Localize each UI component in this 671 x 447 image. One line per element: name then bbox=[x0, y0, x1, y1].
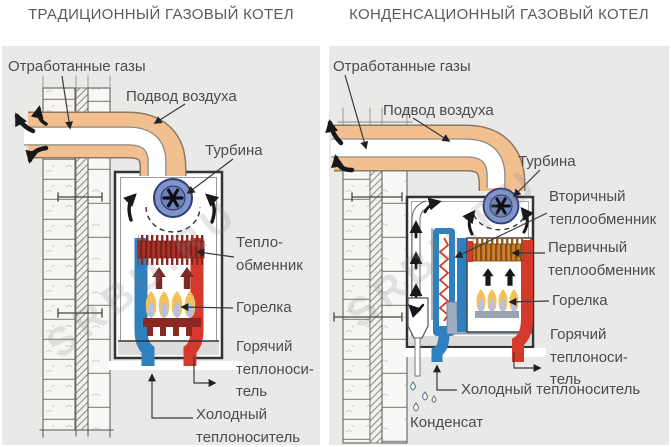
left-burner bbox=[118, 267, 219, 342]
left-turbine bbox=[122, 177, 220, 233]
left-flue-pipe bbox=[24, 111, 187, 176]
label-cold-coolant-left: Холодный теплоноситель bbox=[196, 406, 301, 446]
label-burner-left: Горелка bbox=[236, 299, 292, 316]
left-panel: SRBU.RU bbox=[2, 46, 320, 445]
label-exhaust-gases-right: Отработанные газы bbox=[333, 58, 471, 75]
left-water-pipes bbox=[134, 238, 204, 366]
left-leader-lines bbox=[61, 75, 235, 419]
label-air-supply-left: Подвод воздуха bbox=[126, 88, 237, 105]
left-panel-title: ТРАДИЦИОННЫЙ ГАЗОВЫЙ КОТЕЛ bbox=[28, 6, 294, 23]
label-air-supply-right: Подвод воздуха bbox=[383, 102, 494, 119]
hot-pipe bbox=[183, 238, 204, 366]
right-flue-pipe bbox=[331, 124, 526, 191]
right-condensate-trap bbox=[407, 297, 437, 412]
right-leader-lines bbox=[344, 74, 550, 391]
label-exhaust-gases-left: Отработанные газы bbox=[8, 58, 146, 75]
label-turbine-right: Турбина bbox=[518, 153, 576, 170]
left-heat-exchanger bbox=[137, 235, 205, 265]
right-panel: SRBU.RU bbox=[325, 46, 669, 445]
label-hot-coolant-left: Горячий теплоноси- тель bbox=[236, 338, 314, 400]
label-secondary-exchanger: Вторичный теплообменник bbox=[549, 188, 657, 228]
cold-pipe bbox=[134, 238, 155, 366]
label-condensate: Конденсат bbox=[410, 414, 484, 431]
burner-base bbox=[475, 311, 519, 318]
cold-pipe bbox=[431, 333, 450, 362]
condensate-drops bbox=[410, 381, 437, 412]
primary-heat-exchanger bbox=[473, 238, 523, 244]
label-turbine-left: Турбина bbox=[205, 142, 263, 159]
hot-pipe bbox=[512, 240, 533, 362]
right-panel-title: КОНДЕНСАЦИОННЫЙ ГАЗОВЫЙ КОТЕЛ bbox=[349, 6, 649, 23]
label-primary-exchanger: Первичный теплообменник bbox=[548, 239, 656, 279]
right-exhaust-arrows bbox=[325, 119, 355, 173]
label-cold-coolant-right: Холодный теплоноситель bbox=[461, 381, 641, 398]
label-burner-right: Горелка bbox=[552, 292, 608, 309]
label-hot-coolant-right: Горячий теплоноси- тель bbox=[550, 326, 628, 388]
right-combustion-chamber bbox=[446, 237, 533, 362]
left-exhaust-arrows bbox=[14, 105, 49, 164]
fan-housing-dashed-arc bbox=[145, 206, 201, 233]
label-heat-exchanger-left: Тепло- обменник bbox=[236, 234, 303, 274]
right-turbine bbox=[462, 187, 534, 236]
